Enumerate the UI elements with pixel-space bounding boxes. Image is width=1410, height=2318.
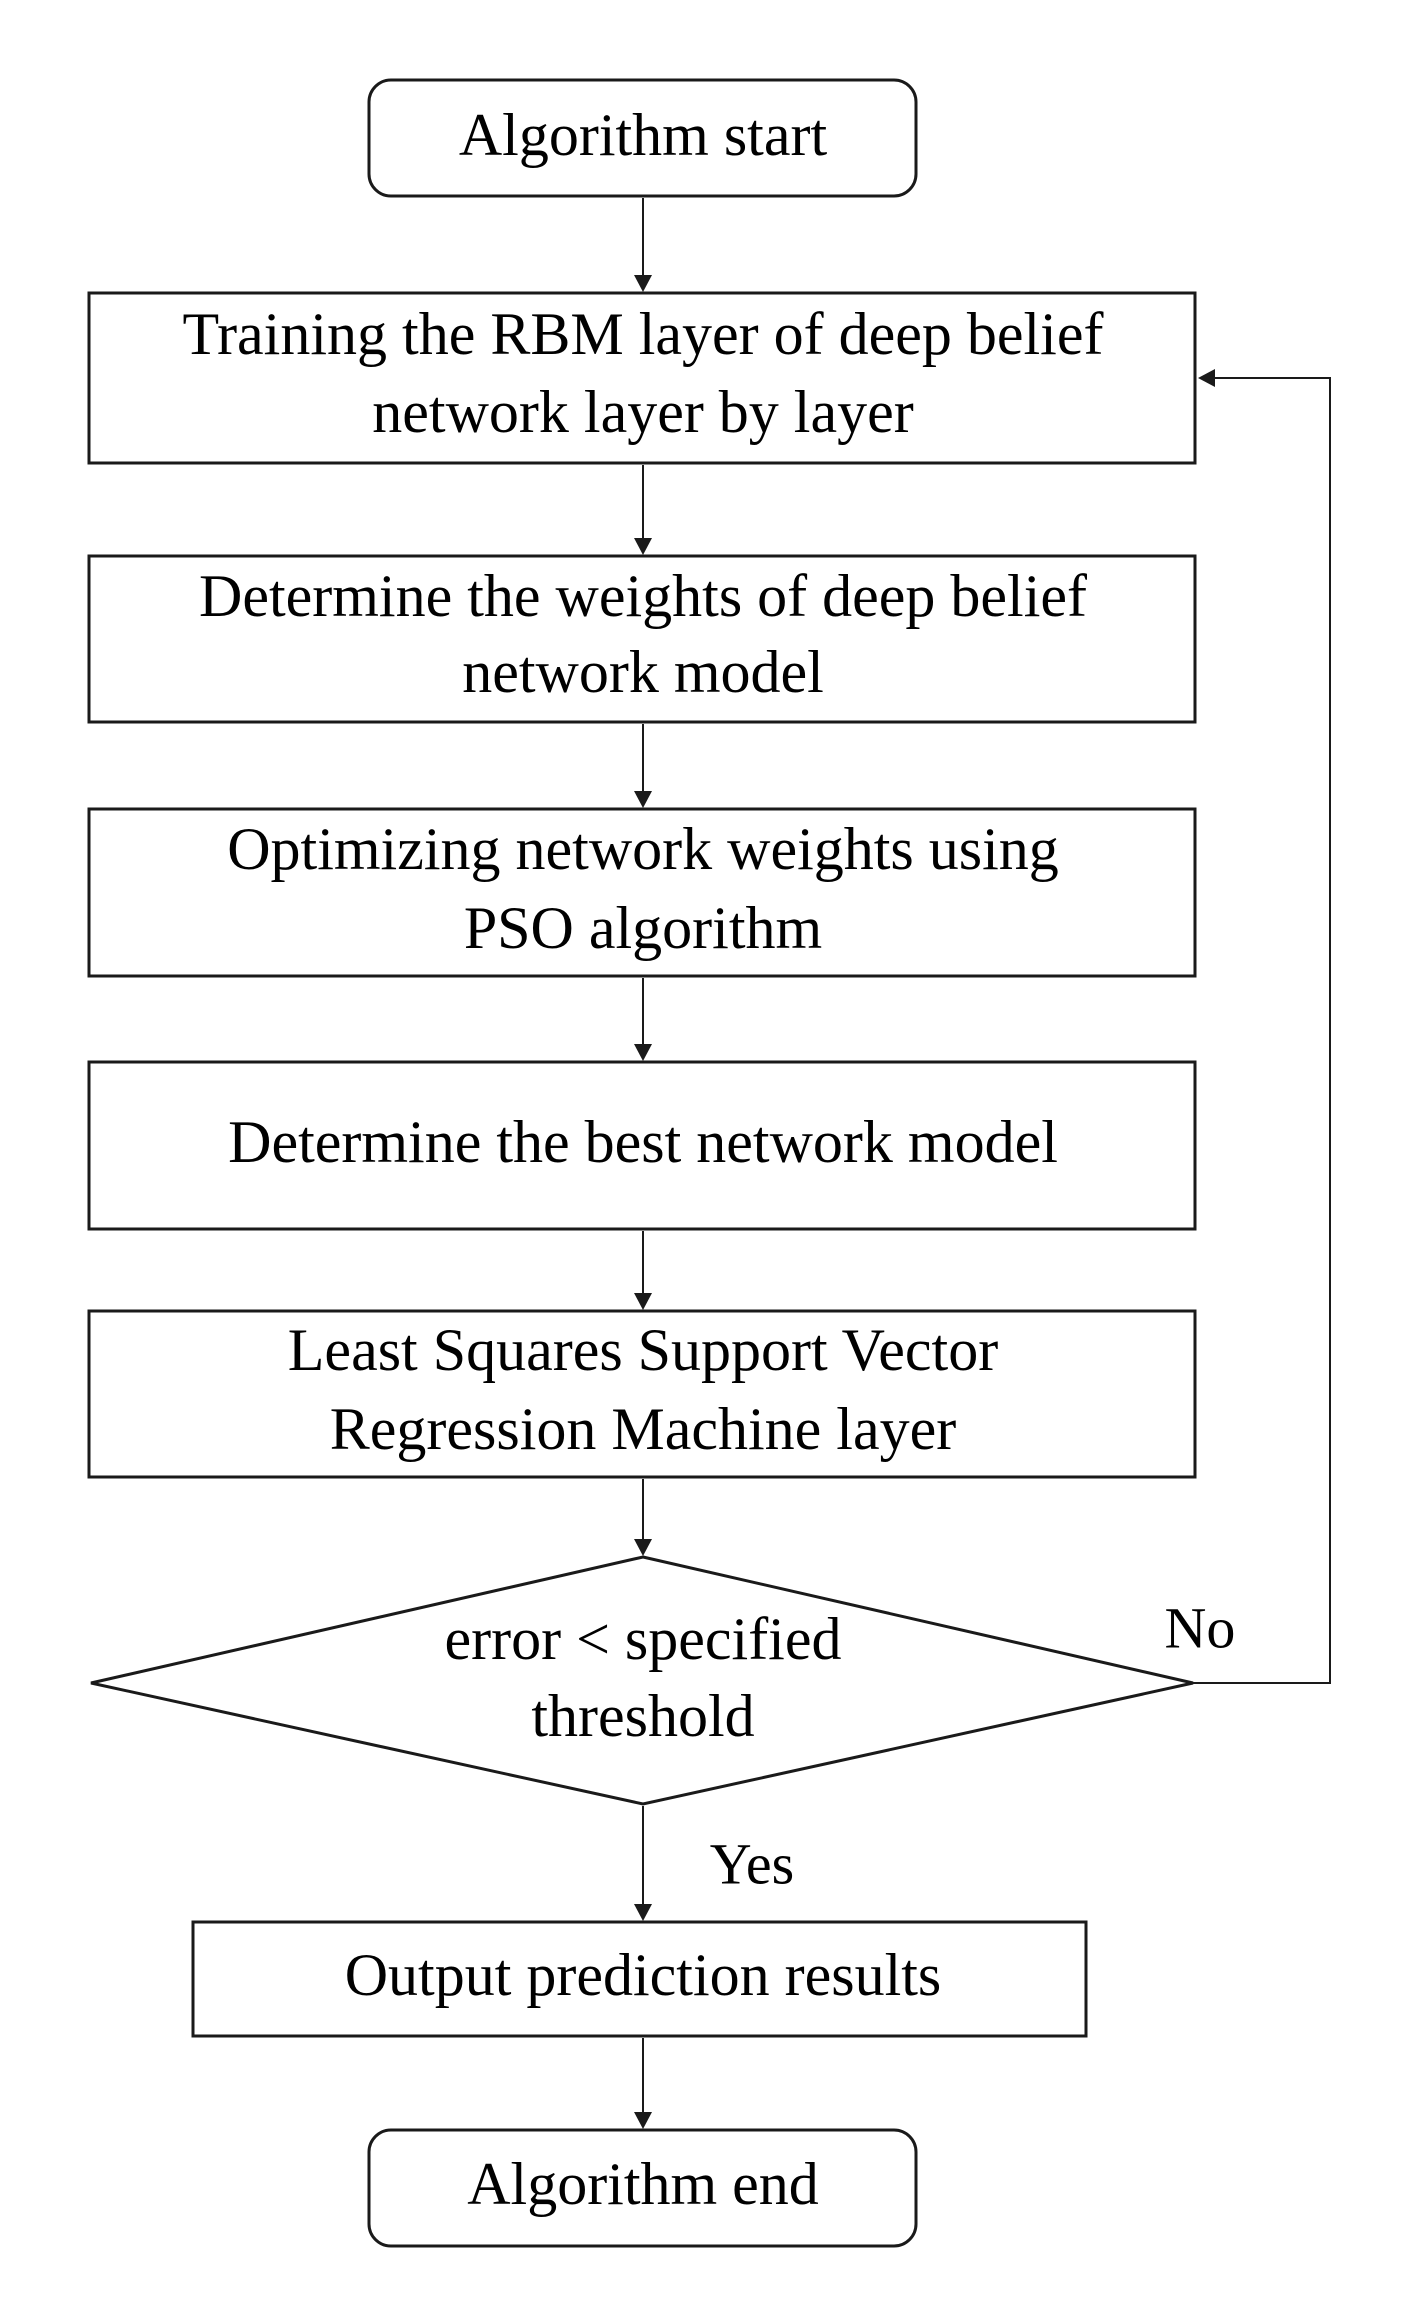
node-best-model: Determine the best network model [87, 1060, 1197, 1231]
arrowhead [634, 275, 652, 292]
start-terminal-shape [367, 78, 918, 198]
determine-weights-box [87, 554, 1197, 724]
node-determine-weights: Determine the weights of deep belief net… [87, 554, 1197, 724]
edge-decision-loop-back [1193, 377, 1331, 1684]
node-start: Algorithm start [367, 78, 918, 198]
node-output: Output prediction results [191, 1920, 1088, 2038]
optimize-pso-label-line-2: PSO algorithm [464, 895, 822, 961]
decision-diamond-shape [90, 1555, 1194, 1806]
arrowhead [634, 1904, 652, 1921]
arrowhead [634, 1293, 652, 1310]
train-rbm-label-line-2: network layer by layer [372, 379, 913, 445]
output-label: Output prediction results [345, 1942, 942, 2008]
arrowhead [634, 1539, 652, 1556]
arrowhead [634, 791, 652, 808]
node-end: Algorithm end [367, 2128, 918, 2248]
best-model-label: Determine the best network model [228, 1109, 1058, 1175]
arrowhead [634, 2112, 652, 2129]
lssvr-box [87, 1309, 1197, 1479]
decision-label-line-1: error < specified [445, 1606, 842, 1672]
arrowhead [1198, 369, 1215, 387]
arrowhead [634, 1044, 652, 1061]
optimize-pso-box [87, 807, 1197, 978]
lssvr-label-line-1: Least Squares Support Vector [288, 1317, 998, 1383]
edge-label-no: No [1165, 1595, 1236, 1660]
arrowhead [634, 538, 652, 555]
end-terminal-shape [367, 2128, 918, 2248]
lssvr-label-line-2: Regression Machine layer [330, 1396, 956, 1462]
determine-weights-label-line-1: Determine the weights of deep belief [199, 563, 1087, 629]
node-lssvr: Least Squares Support Vector Regression … [87, 1309, 1197, 1479]
edges [634, 198, 1331, 2129]
node-decision: error < specified threshold [90, 1555, 1194, 1806]
determine-weights-label-line-2: network model [462, 639, 824, 705]
train-rbm-label-line-1: Training the RBM layer of deep belief [183, 301, 1104, 367]
decision-label-line-2: threshold [531, 1683, 754, 1749]
node-train-rbm: Training the RBM layer of deep belief ne… [87, 291, 1197, 465]
start-label: Algorithm start [459, 102, 828, 168]
end-label: Algorithm end [467, 2151, 819, 2217]
optimize-pso-label-line-1: Optimizing network weights using [227, 816, 1059, 882]
node-optimize-pso: Optimizing network weights using PSO alg… [87, 807, 1197, 978]
edge-label-yes: Yes [710, 1831, 794, 1896]
train-rbm-box [87, 291, 1197, 465]
output-box [191, 1920, 1088, 2038]
best-model-box [87, 1060, 1197, 1231]
